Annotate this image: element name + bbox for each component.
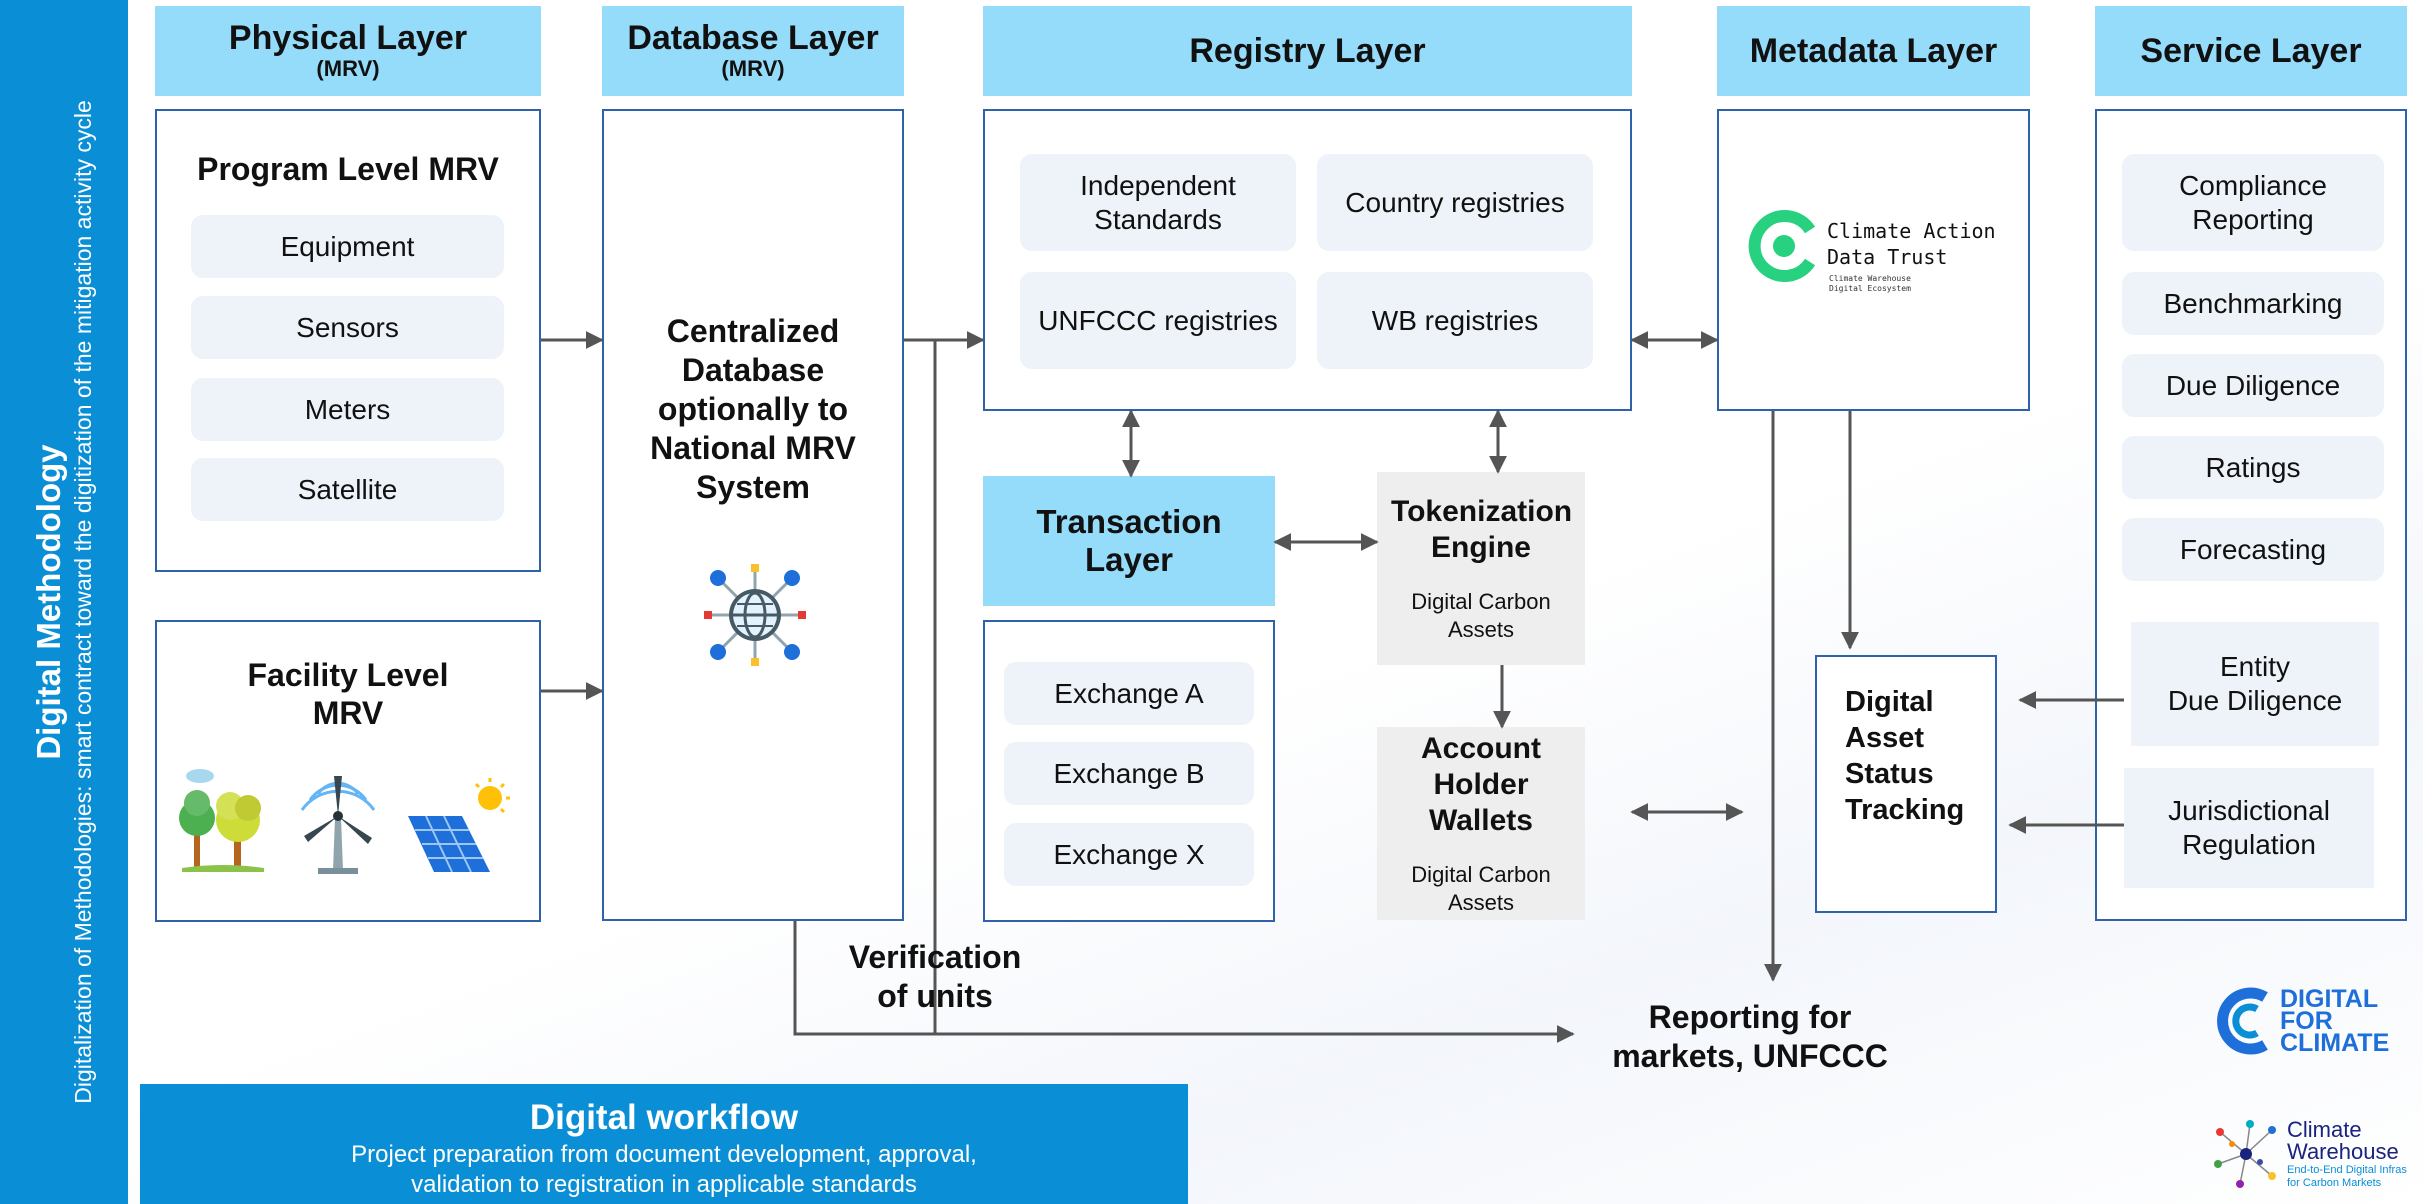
cadt-logo-sub: Climate Warehouse Digital Ecosystem — [1829, 274, 1911, 293]
account-holder-wallets-box: Account Holder Wallets Digital Carbon As… — [1377, 727, 1585, 920]
registry-item-wb-registries: WB registries — [1317, 272, 1593, 369]
metadata-box — [1717, 109, 2030, 411]
tokenization-engine-title: Tokenization Engine — [1391, 494, 1573, 564]
verification-of-units-label: Verification of units — [848, 939, 1022, 1014]
digital-for-climate-logo-icon — [2217, 987, 2268, 1055]
service-item-forecasting: Forecasting — [2122, 518, 2384, 581]
transaction-layer-header: Transaction Layer — [983, 476, 1275, 606]
registry-item-country-registries: Country registries — [1317, 154, 1593, 251]
climate-warehouse-tagline: End-to-End Digital Infras for Carbon Mar… — [2287, 1164, 2423, 1190]
service-layer-title: Service Layer — [2140, 32, 2362, 70]
service-layer-header: Service Layer — [2095, 6, 2407, 96]
transaction-layer-title: Transaction Layer — [1036, 503, 1222, 578]
digital-workflow-title: Digital workflow — [529, 1098, 799, 1137]
database-layer-header: Database Layer (MRV) — [602, 6, 904, 96]
service-item-benchmarking: Benchmarking — [2122, 272, 2384, 335]
climate-warehouse-logo-icon — [2214, 1120, 2276, 1188]
physical-layer-header: Physical Layer (MRV) — [155, 6, 541, 96]
digital-for-climate-wordmark: DIGITAL FOR CLIMATE — [2280, 985, 2420, 1057]
physical-layer-sub: (MRV) — [316, 56, 380, 81]
reporting-label: Reporting for markets, UNFCCC — [1612, 999, 1888, 1074]
d4c-word-climate: CLIMATE — [2280, 1029, 2390, 1057]
solar-panel-icon — [408, 778, 510, 873]
registry-layer-title: Registry Layer — [1189, 32, 1426, 70]
program-item-satellite: Satellite — [191, 458, 504, 521]
database-text: Centralized Database optionally to Natio… — [650, 313, 856, 505]
service-item-compliance-reporting: Compliance Reporting — [2122, 154, 2384, 251]
network-globe-icon — [704, 564, 806, 666]
metadata-layer-title: Metadata Layer — [1749, 32, 1998, 70]
digital-workflow-banner: Digital workflow Project preparation fro… — [140, 1084, 1188, 1204]
cw-word-climate: Climate — [2287, 1117, 2362, 1142]
sidebar-subtitle: Digitalization of Methodologies: smart c… — [70, 100, 96, 1104]
exchange-b: Exchange B — [1004, 742, 1254, 805]
d4c-word-digital: DIGITAL — [2280, 985, 2379, 1013]
tokenization-engine-box: Tokenization Engine Digital Carbon Asset… — [1377, 472, 1585, 665]
database-box — [602, 109, 904, 921]
cw-word-warehouse: Warehouse — [2287, 1139, 2399, 1164]
service-item-entity-due-diligence: Entity Due Diligence — [2131, 622, 2379, 746]
sidebar-band: Digital Methodology Digitalization of Me… — [0, 0, 128, 1204]
sidebar-title: Digital Methodology — [30, 444, 67, 760]
facility-level-mrv-title: Facility Level MRV — [247, 657, 449, 731]
physical-layer-title: Physical Layer — [228, 19, 468, 57]
d4c-word-for: FOR — [2280, 1007, 2333, 1035]
exchange-a: Exchange A — [1004, 662, 1254, 725]
status-tracking-box — [1815, 655, 1997, 913]
account-holder-wallets-title: Account Holder Wallets — [1421, 731, 1541, 837]
registry-layer-header: Registry Layer — [983, 6, 1632, 96]
program-item-equipment: Equipment — [191, 215, 504, 278]
program-item-sensors: Sensors — [191, 296, 504, 359]
cadt-logo-icon — [1748, 210, 1816, 282]
climate-warehouse-wordmark: Climate Warehouse — [2287, 1119, 2423, 1163]
registry-item-independent-standards: Independent Standards — [1020, 154, 1296, 251]
cadt-logo-title: Climate Action Data Trust — [1827, 219, 1996, 269]
database-layer-title: Database Layer — [627, 19, 879, 57]
service-item-due-diligence: Due Diligence — [2122, 354, 2384, 417]
exchange-x: Exchange X — [1004, 823, 1254, 886]
tokenization-engine-sub: Digital Carbon Assets — [1411, 588, 1551, 642]
registry-item-unfccc-registries: UNFCCC registries — [1020, 272, 1296, 369]
wind-turbine-icon — [300, 776, 376, 874]
database-layer-sub: (MRV) — [721, 56, 785, 81]
program-item-meters: Meters — [191, 378, 504, 441]
account-holder-wallets-sub: Digital Carbon Assets — [1411, 861, 1551, 915]
cw-tagline-line2: for Carbon Markets — [2287, 1177, 2382, 1189]
sidebar-text: Digital Methodology Digitalization of Me… — [30, 17, 98, 1187]
metadata-layer-header: Metadata Layer — [1717, 6, 2030, 96]
trees-icon — [179, 769, 264, 872]
cw-tagline-line1: End-to-End Digital Infras — [2287, 1164, 2407, 1176]
service-item-jurisdictional-regulation: Jurisdictional Regulation — [2124, 768, 2374, 888]
digital-workflow-text: Project preparation from document develo… — [351, 1141, 977, 1198]
program-level-mrv-title: Program Level MRV — [197, 151, 499, 187]
status-tracking-title: Digital Asset Status Tracking — [1845, 686, 1965, 826]
service-item-ratings: Ratings — [2122, 436, 2384, 499]
